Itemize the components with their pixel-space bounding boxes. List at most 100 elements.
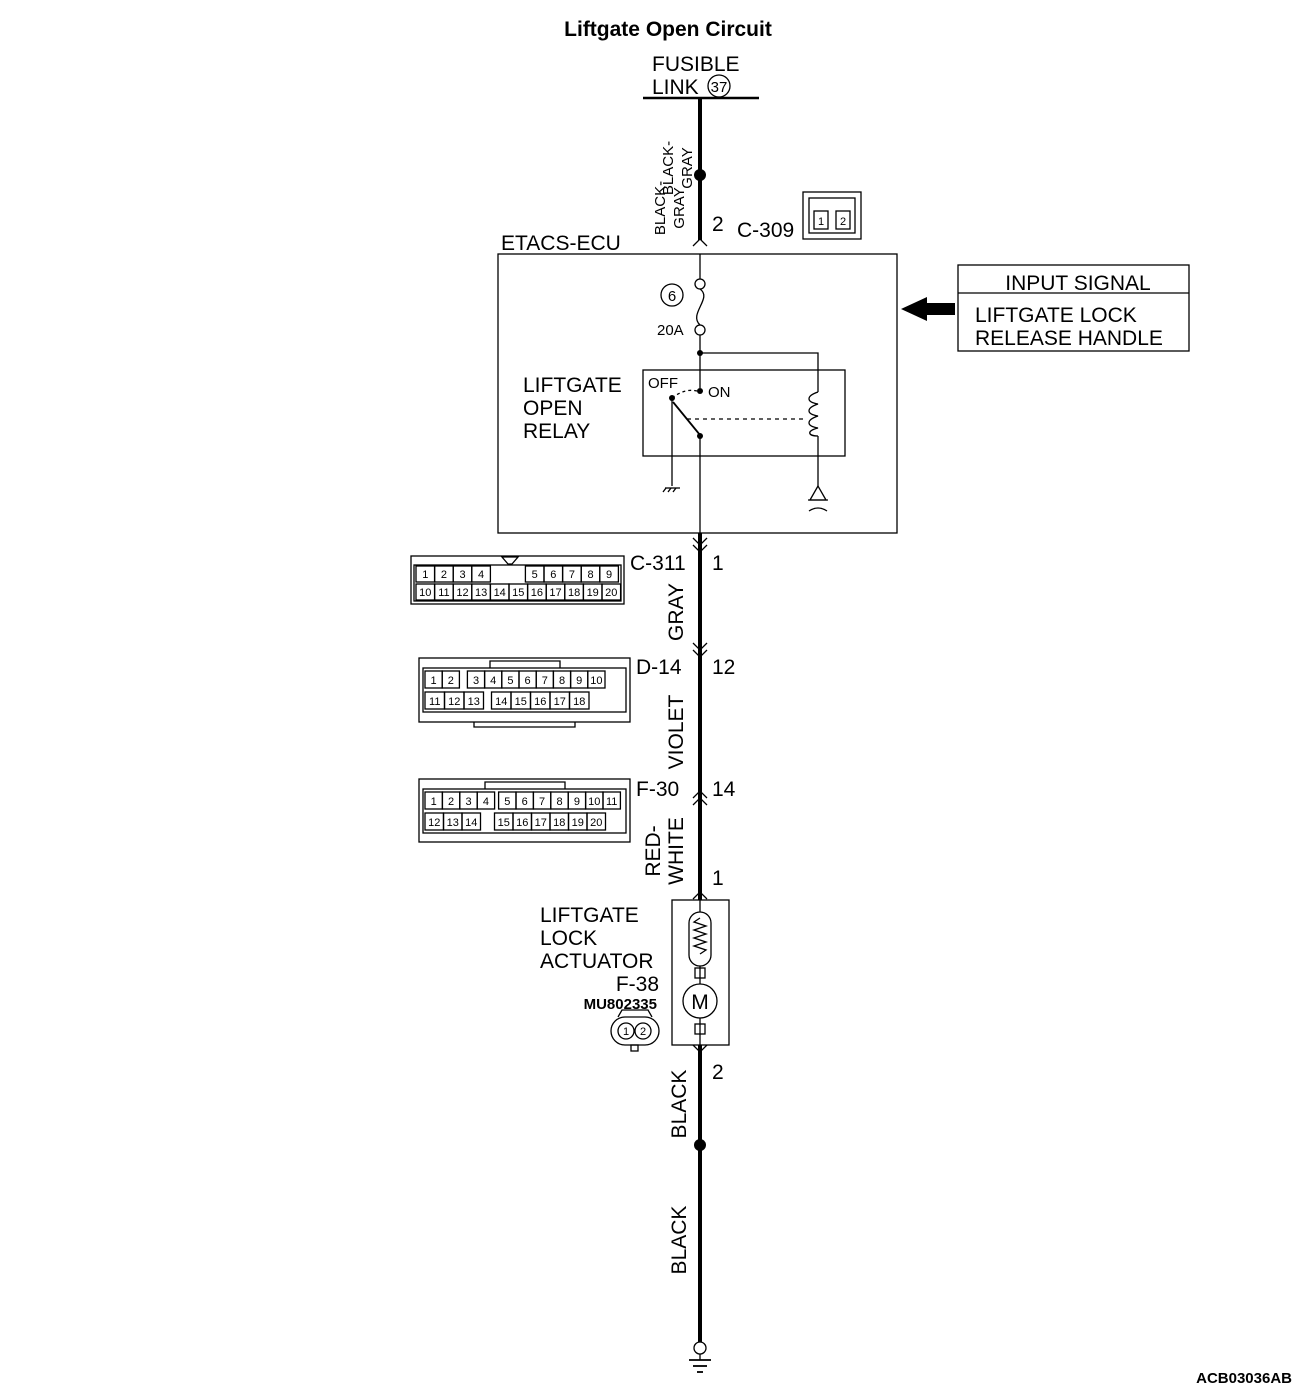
- connector-pin-number: 18: [553, 817, 565, 829]
- relay-label-line2: OPEN: [523, 397, 583, 420]
- relay-on-label: ON: [708, 384, 731, 401]
- svg-text:RED-: RED-: [642, 825, 665, 876]
- connector-pin-number: 10: [419, 587, 431, 599]
- connector-pin-number: 18: [573, 696, 585, 708]
- relay-on-contact: [697, 388, 703, 394]
- connector-pin-number: 7: [569, 569, 575, 581]
- splice-point-lower: [694, 1139, 706, 1151]
- connector-pin-number: 11: [606, 796, 617, 808]
- connector-pin-cell: [601, 583, 622, 601]
- connector-pin-number: 2: [441, 569, 447, 581]
- connector-pin-number: 9: [574, 796, 580, 808]
- connector-c311-pin: 1: [712, 552, 724, 575]
- connector-pin-cell: [587, 670, 606, 689]
- fusible-link-label-line1: FUSIBLE: [652, 53, 740, 76]
- connector-f38-pin-out: 2: [712, 1061, 724, 1084]
- actuator-label-line3: ACTUATOR: [540, 950, 654, 973]
- connector-c311-label: C-311: [630, 552, 686, 575]
- svg-text:GRAY: GRAY: [679, 147, 696, 188]
- connector-pin-number: 5: [532, 569, 538, 581]
- connector-pin-number: 4: [478, 569, 484, 581]
- liftgate-lock-actuator: LIFTGATE LOCK ACTUATOR F-38 MU802335 M 1…: [540, 899, 730, 1052]
- connector-pin-number: 13: [447, 817, 459, 829]
- ground-icon: [689, 1341, 711, 1373]
- connector-c309-pin-2: 2: [840, 216, 846, 228]
- connector-pin-number: 3: [465, 796, 471, 808]
- relay-coil: [808, 391, 819, 437]
- input-signal-header: INPUT SIGNAL: [1005, 272, 1150, 295]
- svg-text:GRAY: GRAY: [665, 583, 688, 641]
- connector-pin-cell: [568, 691, 590, 710]
- relay-label-line1: LIFTGATE: [523, 374, 622, 397]
- etacs-ecu: ETACS-ECU 6 20A LIFTGATE OPEN RELAY OFF …: [497, 232, 898, 534]
- connector-pin-number: 11: [429, 696, 440, 708]
- connector-pin-number: 16: [531, 587, 543, 599]
- svg-text:VIOLET: VIOLET: [665, 694, 688, 769]
- connector-pin-number: 6: [522, 796, 528, 808]
- connector-c309-face: [802, 191, 862, 240]
- connector-d14-face: [418, 657, 631, 723]
- connector-pin-number: 17: [535, 817, 547, 829]
- connector-pin-cell: [476, 791, 496, 810]
- svg-text:GRAY: GRAY: [671, 187, 688, 228]
- connector-pin-number: 1: [422, 569, 428, 581]
- connector-pin-number: 11: [438, 587, 449, 599]
- connector-pin-number: 6: [525, 675, 531, 687]
- connector-f30-pin: 14: [712, 778, 736, 801]
- connector-pin-cell: [586, 812, 607, 831]
- connector-pin-cell: [471, 565, 492, 583]
- connector-pin-number: 19: [587, 587, 599, 599]
- input-signal-box: [957, 264, 1190, 352]
- connector-pin-number: 7: [539, 796, 545, 808]
- connector-pin-number: 3: [459, 569, 465, 581]
- connector-c309-label: C-309: [737, 219, 794, 242]
- connector-pin-number: 13: [475, 587, 487, 599]
- connector-pin-number: 4: [483, 796, 489, 808]
- connector-pin-number: 2: [448, 675, 454, 687]
- actuator-motor-symbol: M: [691, 991, 709, 1014]
- connector-pin-number: 10: [590, 675, 602, 687]
- connector-pin-number: 4: [490, 675, 496, 687]
- ecu-label: ETACS-ECU: [501, 232, 621, 255]
- connector-pin-number: 8: [587, 569, 593, 581]
- connector-pin-number: 12: [448, 696, 460, 708]
- svg-text:BLACK: BLACK: [668, 1206, 691, 1275]
- relay-label-line3: RELAY: [523, 420, 590, 443]
- connector-pin-number: 14: [465, 817, 477, 829]
- svg-text:BLACK-: BLACK-: [660, 141, 677, 195]
- wire-label-violet: VIOLET: [665, 694, 688, 769]
- connector-pin-number: 12: [428, 817, 440, 829]
- connector-pin-number: 9: [576, 675, 582, 687]
- connector-pin-number: 17: [549, 587, 561, 599]
- connector-d14-pin: 12: [712, 656, 735, 679]
- fuse-rating: 20A: [657, 322, 684, 339]
- connector-pin-number: 3: [473, 675, 479, 687]
- ecu-box: [497, 253, 898, 534]
- input-signal-arrow: [901, 297, 955, 321]
- connector-pin-number: 19: [572, 817, 584, 829]
- fuse-number: 6: [668, 288, 676, 305]
- connector-pin-number: 7: [542, 675, 548, 687]
- coil-feed-wire: [700, 352, 819, 392]
- fusible-link-label-line2: LINK: [652, 76, 699, 99]
- splice-point-upper: [694, 169, 706, 181]
- connector-pin-cell: [441, 670, 461, 689]
- wire-label-black-gray-upper: BLACK- GRAY: [660, 141, 696, 195]
- connector-f38-part: MU802335: [584, 996, 657, 1013]
- connector-pin-number: 15: [512, 587, 524, 599]
- connector-pin-number: 5: [504, 796, 510, 808]
- connector-c309-pin: 2: [712, 213, 724, 236]
- connector-pin-number: 2: [448, 796, 454, 808]
- connector-f38-pin-1: 1: [623, 1026, 629, 1038]
- connector-pin-cell: [463, 691, 485, 710]
- connector-d14-label: D-14: [636, 656, 682, 679]
- connector-f38-pin-2: 2: [640, 1026, 646, 1038]
